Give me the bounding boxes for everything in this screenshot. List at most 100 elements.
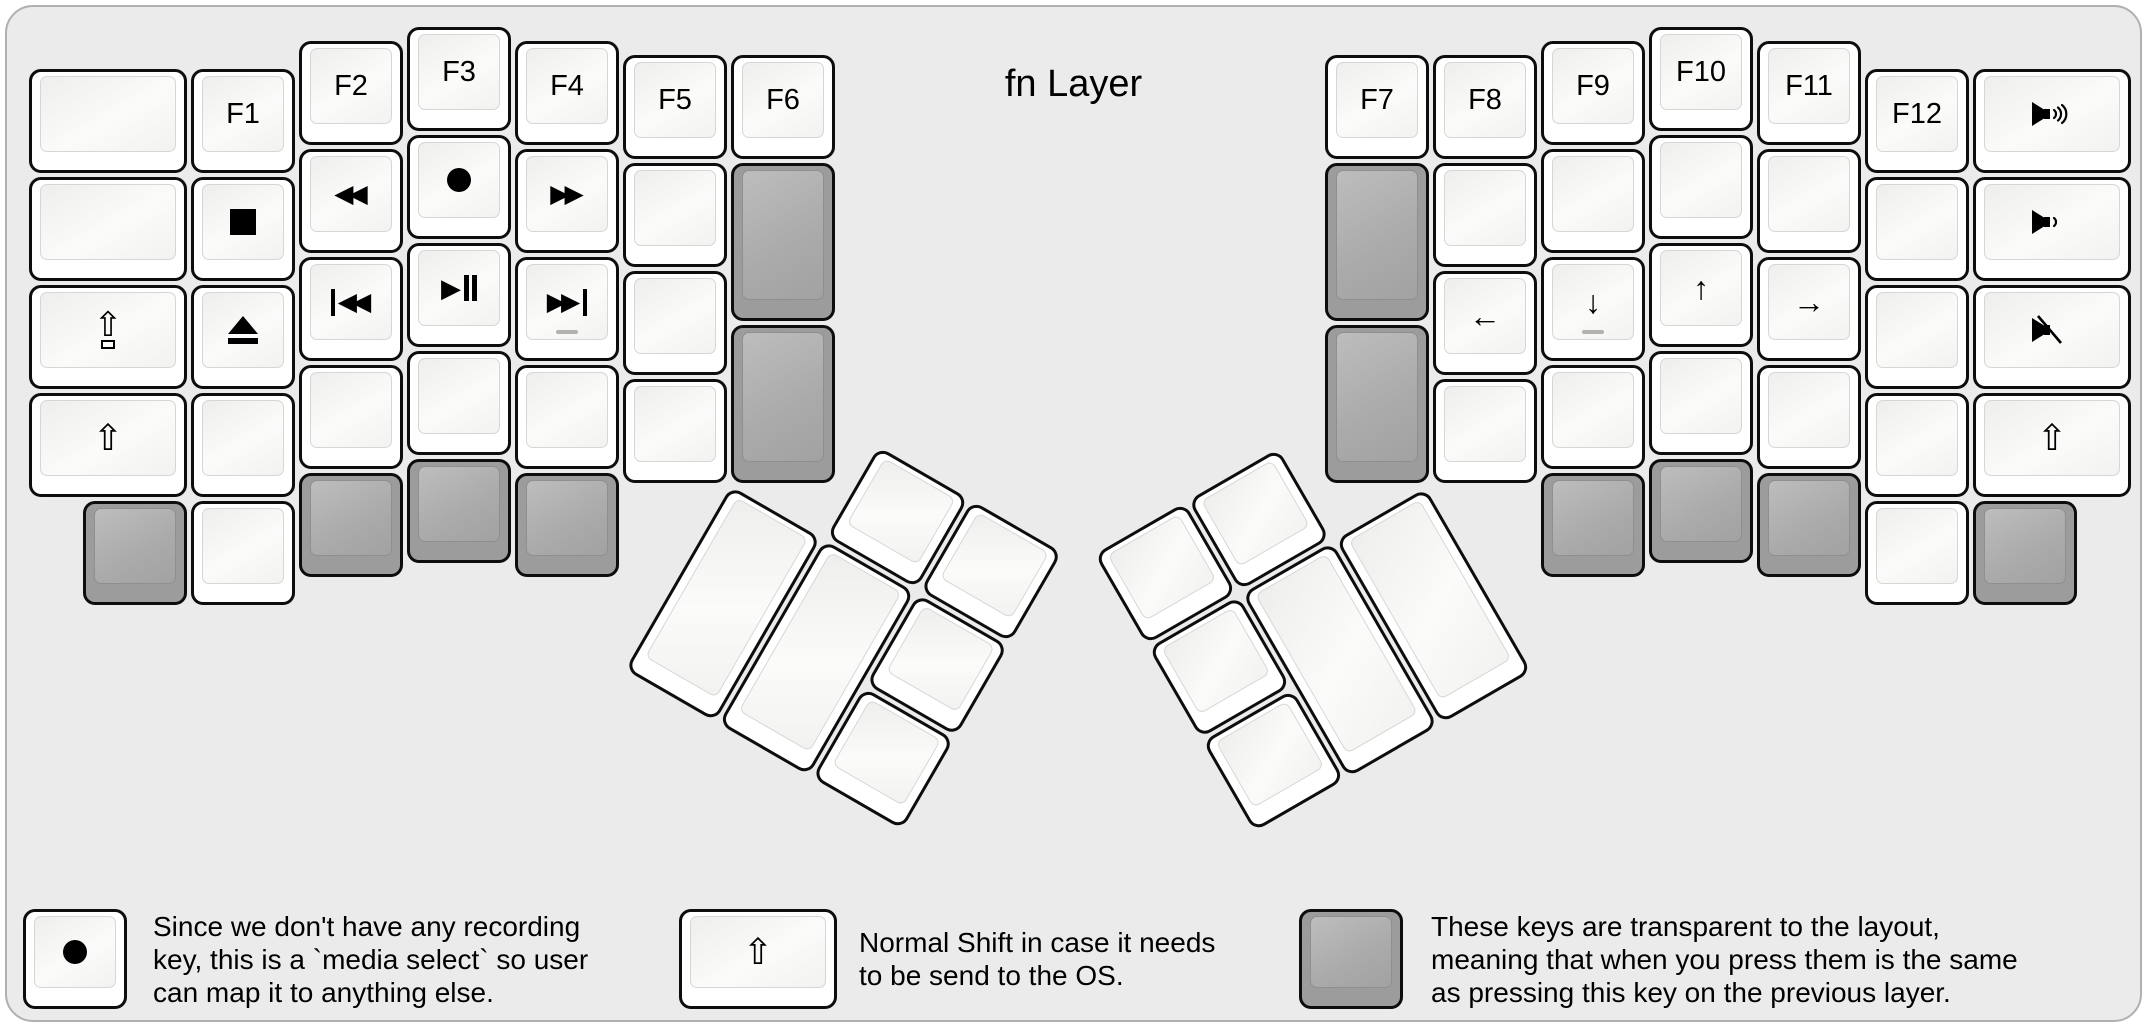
key-rewind[interactable]: ◀◀ [299,149,403,253]
key-arrow-left[interactable]: ← [1433,271,1537,375]
key-stop[interactable] [191,177,295,281]
eject-bar [228,338,258,344]
arrow-left-icon: ← [1469,297,1501,334]
arrow-up-icon: ↑ [1693,269,1709,306]
key-f6[interactable]: F6 [731,55,835,159]
key-blank[interactable] [1865,393,1969,497]
key-f10[interactable]: F10 [1649,27,1753,131]
key-f9[interactable]: F9 [1541,41,1645,145]
keycap-surface: F11 [1768,48,1850,124]
key-arrow-up[interactable]: ↑ [1649,243,1753,347]
keycap-surface [1768,156,1850,232]
next-track-icon-triangles: ▶▶ [546,288,581,316]
key-label: F2 [334,69,368,102]
keycap-surface: ▶ [418,250,500,326]
key-transparent[interactable] [1649,459,1753,563]
pause-bar [472,275,477,301]
key-transparent[interactable] [1325,163,1429,321]
key-blank[interactable] [1865,285,1969,389]
key-f7[interactable]: F7 [1325,55,1429,159]
key-transparent[interactable] [1541,473,1645,577]
key-blank[interactable] [1541,149,1645,253]
keycap-surface: ⇧ [40,292,176,368]
key-blank[interactable] [1433,163,1537,267]
key-mute[interactable] [1973,285,2131,389]
keycap-surface: F12 [1876,76,1958,152]
key-blank[interactable] [29,69,187,173]
key-volume-up[interactable] [1973,69,2131,173]
key-blank[interactable] [1649,135,1753,239]
key-blank[interactable] [29,177,187,281]
shift-icon: ⇧ [92,417,124,458]
key-f1[interactable]: F1 [191,69,295,173]
key-fast-forward[interactable]: ▶▶ [515,149,619,253]
key-transparent[interactable] [299,473,403,577]
keycap-surface: F8 [1444,62,1526,138]
caps-lock-icon: ⇧ [94,308,122,350]
keycap-surface [526,480,608,556]
key-blank[interactable] [191,501,295,605]
key-next-track[interactable]: ▶▶ [515,257,619,361]
key-f3[interactable]: F3 [407,27,511,131]
key-transparent[interactable] [83,501,187,605]
key-blank[interactable] [623,271,727,375]
legend-line: These keys are transparent to the layout… [1431,910,1940,942]
key-blank[interactable] [407,351,511,455]
key-transparent[interactable] [731,163,835,321]
key-blank[interactable] [1541,365,1645,469]
key-prev-track[interactable]: ◀◀ [299,257,403,361]
key-blank[interactable] [623,379,727,483]
keycap-surface [40,76,176,152]
key-f12[interactable]: F12 [1865,69,1969,173]
key-blank[interactable] [515,365,619,469]
key-arrow-right[interactable]: → [1757,257,1861,361]
key-transparent[interactable] [407,459,511,563]
key-volume-down[interactable] [1973,177,2131,281]
key-f5[interactable]: F5 [623,55,727,159]
key-arrow-down[interactable]: ↓ [1541,257,1645,361]
keycap-surface: ◀◀ [310,156,392,232]
keycap-surface [202,184,284,260]
volume-up-icon [2032,102,2068,126]
key-transparent[interactable] [515,473,619,577]
record-icon [447,168,471,192]
keycap-surface [310,480,392,556]
keycap-surface [202,400,284,476]
keycap-surface [1552,480,1634,556]
key-eject[interactable] [191,285,295,389]
key-shift[interactable]: ⇧ [29,393,187,497]
keycap-surface: ▶▶ [526,156,608,232]
prev-track-icon-bar [330,288,335,316]
key-transparent[interactable] [1325,325,1429,483]
key-blank[interactable] [191,393,295,497]
key-blank[interactable] [623,163,727,267]
key-label: F8 [1468,83,1502,116]
key-blank[interactable] [1757,365,1861,469]
key-transparent[interactable] [1973,501,2077,605]
key-transparent[interactable] [1757,473,1861,577]
key-f11[interactable]: F11 [1757,41,1861,145]
shift-icon: ⇧ [2036,417,2068,458]
key-transparent[interactable] [731,325,835,483]
key-blank[interactable] [1757,149,1861,253]
keycap-surface [34,916,116,988]
key-record[interactable] [407,135,511,239]
key-f4[interactable]: F4 [515,41,619,145]
key-blank[interactable] [299,365,403,469]
keycap-surface: ◀◀ [310,264,392,340]
key-blank[interactable] [1865,177,1969,281]
legend-text: These keys are transparent to the layout… [1431,909,2018,1009]
key-blank[interactable] [1865,501,1969,605]
key-blank[interactable] [1649,351,1753,455]
keycap-surface [1768,372,1850,448]
key-f2[interactable]: F2 [299,41,403,145]
key-blank[interactable] [1433,379,1537,483]
key-shift[interactable]: ⇧ [1973,393,2131,497]
key-f8[interactable]: F8 [1433,55,1537,159]
key-play-pause[interactable]: ▶ [407,243,511,347]
key-caps-lock[interactable]: ⇧ [29,285,187,389]
keycap-surface [40,184,176,260]
arrow-right-icon: → [1793,283,1825,320]
